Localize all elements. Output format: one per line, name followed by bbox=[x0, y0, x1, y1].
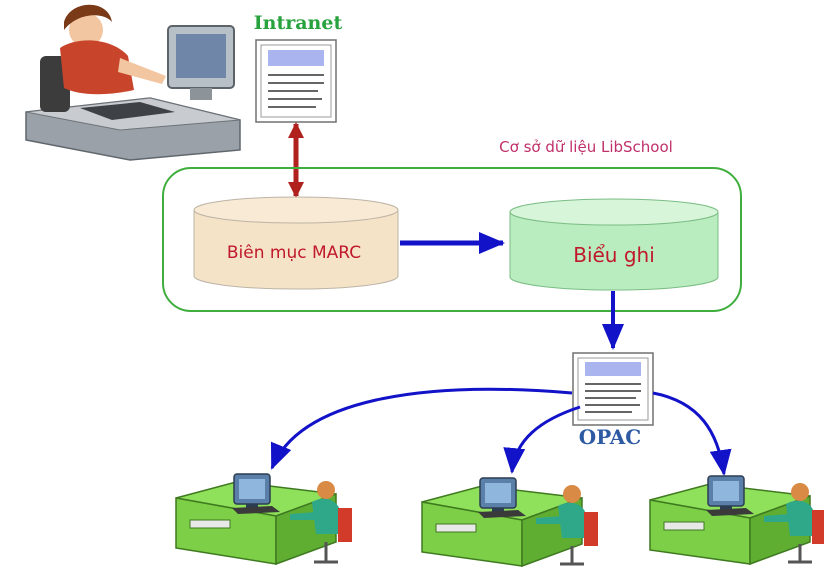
librarian-workstation-illustration bbox=[18, 4, 262, 164]
intranet-document-icon bbox=[255, 39, 337, 123]
record-label: Biểu ghi bbox=[573, 243, 655, 267]
user-workstation-2-illustration bbox=[421, 477, 598, 568]
record-cylinder: Biểu ghi bbox=[509, 198, 719, 291]
database-label: Cơ sở dữ liệu LibSchool bbox=[499, 138, 673, 156]
opac-to-workstation-2-arrow bbox=[503, 405, 581, 474]
opac-to-workstation-1-arrow bbox=[270, 387, 573, 470]
user-workstation-1-illustration bbox=[175, 473, 352, 566]
opac-document-icon bbox=[572, 352, 654, 426]
user-workstation-3-illustration bbox=[649, 475, 824, 566]
intranet-label: Intranet bbox=[254, 12, 343, 34]
opac-to-workstation-3-arrow bbox=[652, 391, 732, 476]
database-container bbox=[162, 167, 742, 312]
marc-cataloging-cylinder: Biên mục MARC bbox=[193, 196, 399, 290]
marc-cataloging-label: Biên mục MARC bbox=[227, 243, 361, 263]
opac-label: OPAC bbox=[579, 425, 641, 449]
